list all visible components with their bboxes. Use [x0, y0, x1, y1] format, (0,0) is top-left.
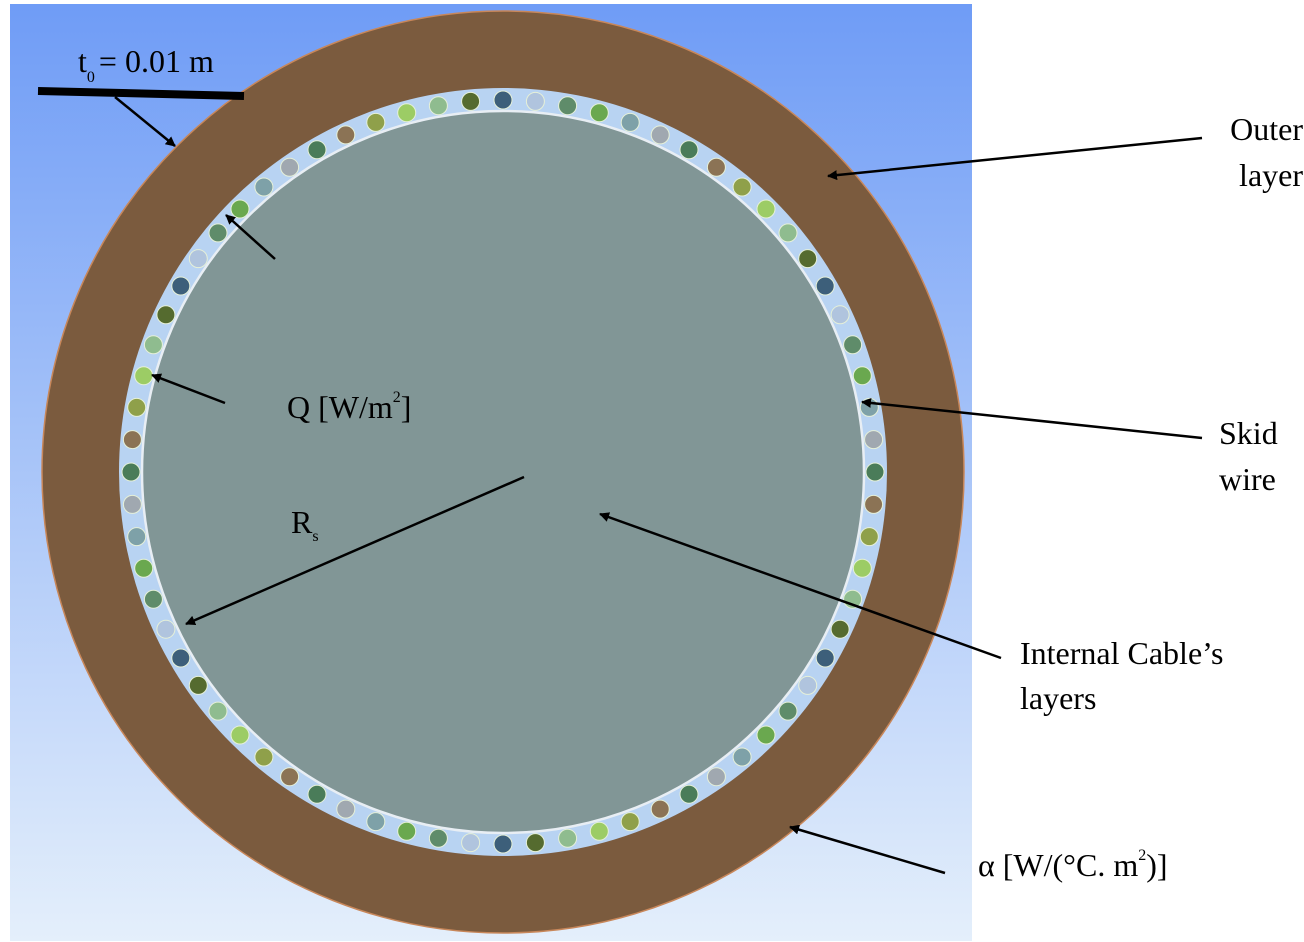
skid-wire	[254, 747, 274, 767]
skid-wire	[830, 619, 850, 639]
heat-flux-label: Q [W/m2]	[287, 389, 411, 425]
skid-wire	[815, 648, 835, 668]
arrow-internal-layers	[599, 512, 1002, 660]
skid-wire	[679, 784, 699, 804]
skid-wire	[679, 140, 699, 160]
arrow-thickness	[114, 96, 176, 147]
skid-wire	[127, 397, 147, 417]
skid-wire	[864, 430, 884, 450]
internal-layers-label: Internal Cable’s	[1020, 635, 1223, 671]
skid-wire	[815, 276, 835, 296]
skid-wire	[843, 335, 863, 355]
skid-wire	[706, 157, 726, 177]
outer-layer-label-line2: layer	[1239, 157, 1303, 193]
arrows	[114, 96, 1203, 875]
skid-wire	[852, 366, 872, 386]
skid-wire	[366, 812, 386, 832]
skid-wire	[188, 675, 208, 695]
skid-wire	[525, 91, 545, 111]
skid-wire	[122, 430, 142, 450]
skid-wire	[428, 828, 448, 848]
skid-wire	[650, 799, 670, 819]
skid-wire	[143, 589, 163, 609]
skid-wire	[650, 125, 670, 145]
skid-wire	[756, 725, 776, 745]
skid-wire	[778, 701, 798, 721]
skid-wire	[188, 249, 208, 269]
t0-label: t0= 0.01 m	[78, 43, 214, 86]
skid-wire	[397, 103, 417, 123]
skid-wire	[280, 157, 300, 177]
skid-wire	[134, 366, 154, 386]
skid-wire	[525, 833, 545, 853]
skid-wires	[121, 90, 885, 854]
skid-wire	[366, 112, 386, 132]
skid-wire	[461, 91, 481, 111]
skid-wire	[230, 725, 250, 745]
skid-wire	[865, 462, 885, 482]
skid-wire	[798, 249, 818, 269]
skid-wire	[134, 558, 154, 578]
skid-wire	[589, 821, 609, 841]
radius-label: Rs	[291, 504, 319, 545]
skid-wire	[864, 494, 884, 514]
skid-wire	[208, 223, 228, 243]
skid-wire	[127, 527, 147, 547]
skid-wire	[732, 747, 752, 767]
skid-wire	[336, 799, 356, 819]
skid-wire	[620, 812, 640, 832]
skid-wire	[280, 767, 300, 787]
arrow-wire-inner	[225, 214, 276, 260]
skid-wire	[156, 619, 176, 639]
skid-wire	[208, 701, 228, 721]
skid-wire	[732, 177, 752, 197]
skid-wire	[589, 103, 609, 123]
thickness-bar	[37, 87, 245, 100]
convection-coefficient-label: α [W/(°C. m2)]	[978, 847, 1168, 883]
skid-wire	[171, 648, 191, 668]
arrow-skid-wire	[861, 397, 1203, 440]
arrow-outer-layer	[827, 136, 1203, 181]
skid-wire	[230, 199, 250, 219]
skid-wire	[493, 834, 513, 854]
skid-wire	[756, 199, 776, 219]
skid-wire	[397, 821, 417, 841]
skid-wire-label-line2: wire	[1219, 461, 1276, 497]
skid-wire	[706, 767, 726, 787]
skid-wire	[143, 335, 163, 355]
skid-wire	[461, 833, 481, 853]
skid-wire	[620, 112, 640, 132]
skid-wire	[778, 223, 798, 243]
skid-wire	[156, 305, 176, 325]
arrow-alpha	[789, 824, 946, 875]
skid-wire	[121, 462, 141, 482]
skid-wire	[122, 494, 142, 514]
skid-wire	[830, 305, 850, 325]
internal-cable-layers	[140, 109, 866, 835]
skid-wire	[171, 276, 191, 296]
skid-wire	[307, 140, 327, 160]
skid-wire	[859, 527, 879, 547]
skid-wire	[336, 125, 356, 145]
outer-layer-label: Outer	[1230, 111, 1303, 147]
skid-wire-label: Skid	[1219, 415, 1278, 451]
skid-wire	[493, 90, 513, 110]
skid-wire	[852, 558, 872, 578]
skid-wire	[428, 96, 448, 116]
internal-layers-label-line2: layers	[1020, 680, 1096, 716]
arrow-heat-flux	[151, 373, 226, 405]
skid-wire	[558, 828, 578, 848]
skid-wire	[254, 177, 274, 197]
skid-wire	[307, 784, 327, 804]
skid-wire	[798, 675, 818, 695]
arrow-radius	[185, 475, 525, 626]
skid-wire	[558, 96, 578, 116]
